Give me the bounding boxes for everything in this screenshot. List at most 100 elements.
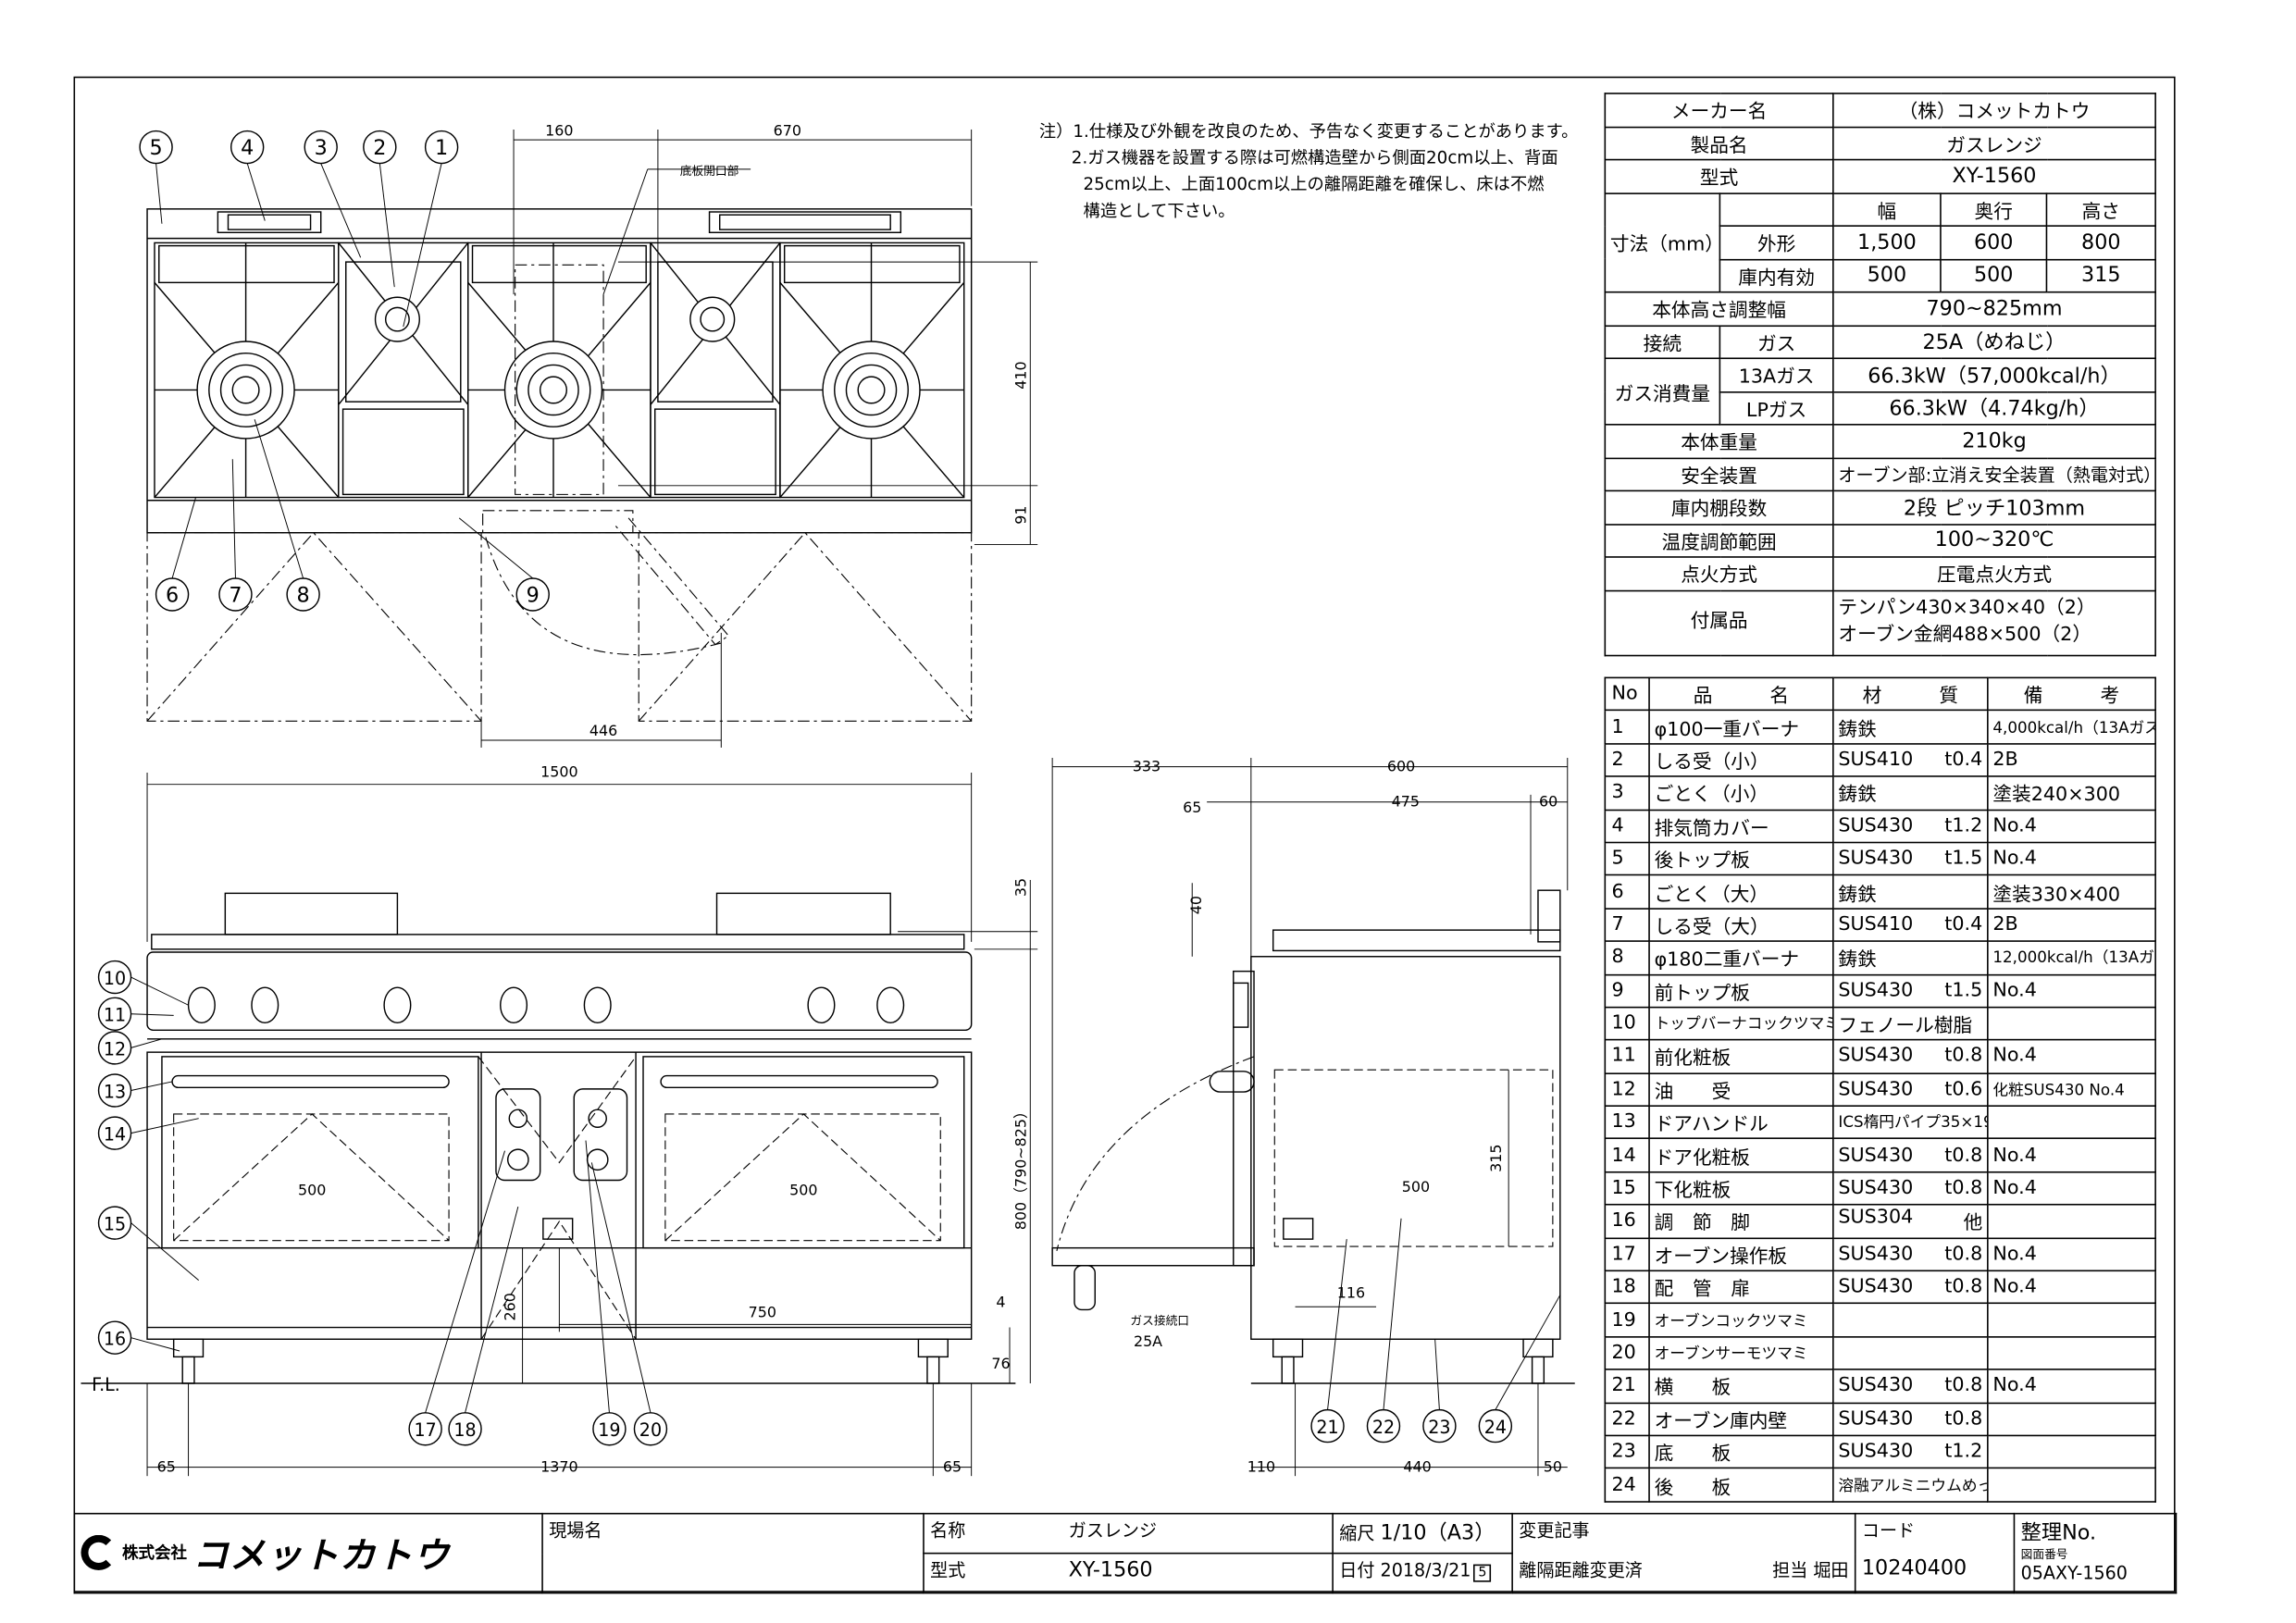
code-value: 10240400 [1861,1556,1967,1581]
callout-circle [592,1412,627,1446]
notes: 注）1.仕様及び外観を改良のため、予告なく変更することがあります。 2.ガス機器… [1039,118,1579,224]
spec-value: （株）コメットカトウ [1832,93,2156,128]
parts-row: 24後 板溶融アルミニウムめっき鋼板t1.0 [1604,1468,2156,1503]
callout-8: 8 [254,419,320,612]
part-name: 油 受 [1648,1072,1834,1108]
callout-21: 21 [1310,1239,1347,1443]
callout-number: 4 [241,136,254,160]
part-material: 溶融アルミニウムめっき鋼板 [1838,1477,1986,1495]
part-name: トップバーナコックツマミ [1648,1006,1834,1041]
part-thickness: t1.5 [1944,848,1983,871]
note-line: 25cm以上、上面100cm以上の離隔距離を確保し、床は不燃 [1083,173,1545,194]
part-no: 7 [1604,907,1650,943]
change-cell: 変更記事離隔距離変更済担当 堀田 [1511,1512,1856,1594]
callout-number: 13 [104,1082,126,1102]
part-thickness: t0.8 [1944,1144,1983,1167]
part-no: 2 [1604,742,1650,778]
part-no: 16 [1604,1204,1650,1239]
callout-2: 2 [363,130,397,288]
note-line: 構造として下さい。 [1083,200,1235,221]
leader-line [465,1207,519,1413]
leader-line [458,517,534,579]
spec-value: 315 [2045,258,2156,293]
leader-line [254,419,304,579]
grate-small-left [338,242,469,499]
callout-number: 9 [527,583,540,607]
part-material: 鋳鉄 [1838,884,1877,906]
dimension-side-475: 475 [1392,793,1420,811]
scale-value: 1/10（A3） [1380,1521,1496,1545]
dimension-top-446: 446 [590,722,617,739]
part-material-cell: 鋳鉄 [1832,874,1989,910]
spec-value: 800 [2045,225,2156,260]
part-material: SUS430 [1838,814,1914,837]
part-note [1987,1434,2156,1469]
part-note [1987,1303,2156,1338]
part-no: 5 [1604,841,1650,876]
callout-number: 10 [104,969,126,989]
callout-12: 12 [97,1031,163,1065]
part-no: 15 [1604,1171,1650,1206]
spec-value: 66.3kW（4.74kg/h） [1832,390,2156,426]
drawing-no-label: 図面番号 [2020,1548,2068,1562]
part-no: 4 [1604,809,1650,844]
dimension-front-1370: 1370 [540,1457,577,1475]
part-note [1987,1335,2156,1370]
part-no: 24 [1604,1468,1650,1503]
dimension-top-91: 91 [1012,506,1030,525]
callout-number: 1 [435,136,448,160]
leader-line [425,1150,505,1413]
name-label: 名称 [930,1519,966,1542]
spec-label: 外形 [1719,225,1834,260]
part-note: 塗装240×300 [1987,775,2156,811]
part-name: ごとく（大） [1648,874,1834,910]
leader-line [155,163,163,224]
spec-header: 高さ [2045,192,2156,227]
part-note: 12,000kcal/h（13Aガス） [1987,940,2156,975]
title-block: 株式会社コメットカトウ 現場名 名称ガスレンジ 縮尺 1/10（A3） 変更記事… [73,1512,2178,1594]
part-note: No.4 [1987,1039,2156,1074]
part-note: No.4 [1987,1236,2156,1272]
dimension-front-750: 750 [749,1303,776,1320]
part-no: 3 [1604,775,1650,811]
change-label: 変更記事 [1519,1519,1590,1542]
dimension-top-670: 670 [774,121,801,139]
spec-value: オーブン部:立消え安全装置（熱電対式） [1832,456,2156,492]
leader-line [130,1222,200,1282]
callout-4: 4 [230,130,266,221]
dimension-side-500: 500 [1402,1178,1430,1196]
callout-circle [448,1412,482,1446]
dimension-front-35: 35 [1012,878,1030,897]
dimension-bottom-opening: 底板開口部 [680,164,739,178]
spec-value: ガスレンジ [1832,125,2156,161]
callout-9: 9 [458,517,550,612]
part-note [1987,1204,2156,1239]
callout-number: 17 [414,1420,436,1441]
part-material: SUS430 [1838,1441,1914,1464]
part-name: ドアハンドル [1648,1105,1834,1140]
callout-3: 3 [304,130,362,258]
spec-label: 13Aガス [1719,357,1834,392]
part-thickness: t0.8 [1944,1045,1983,1068]
part-note: 化粧SUS430 No.4 [1987,1072,2156,1108]
callout-number: 16 [104,1330,126,1350]
scale-cell: 縮尺 1/10（A3） [1332,1512,1513,1555]
name-cell: 名称ガスレンジ [923,1512,1334,1555]
callout-circle [97,1073,132,1108]
spec-label: 庫内棚段数 [1604,489,1834,525]
part-name: オーブン庫内壁 [1648,1401,1834,1437]
callout-number: 19 [598,1420,620,1441]
